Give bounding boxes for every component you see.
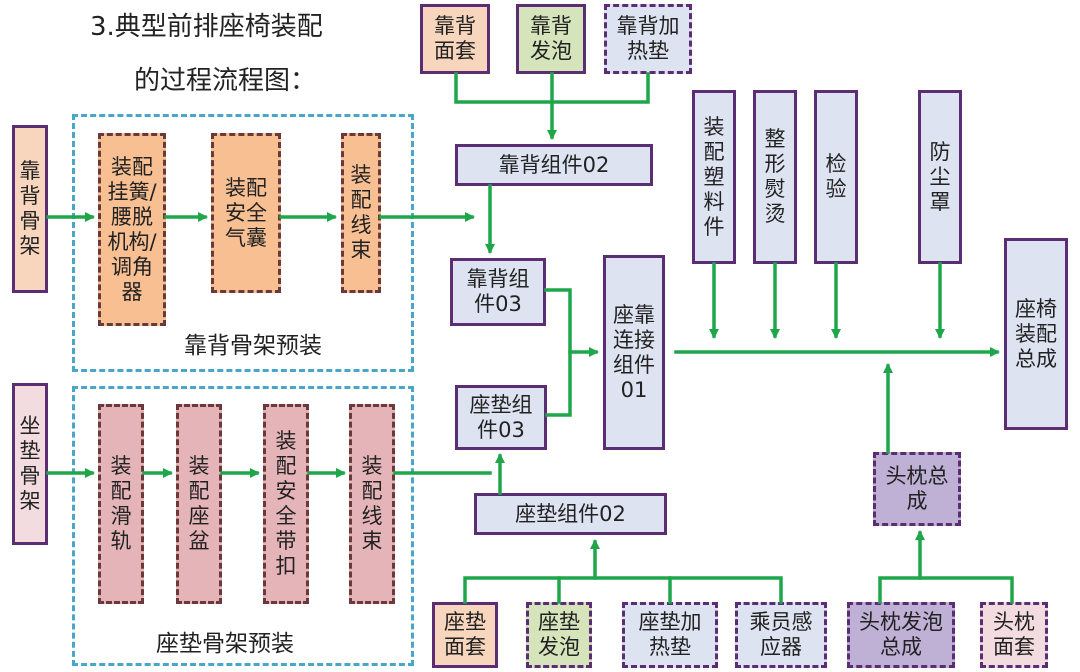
assemble-airbag-box: 装配 安全 气囊 bbox=[211, 133, 281, 293]
assemble-belt-buckle-box: 装 配 安 全 带 扣 bbox=[263, 404, 309, 604]
cushion-frame-preassembly-group bbox=[72, 386, 414, 666]
assemble-pan-box: 装 配 座 盆 bbox=[176, 404, 222, 604]
assemble-rail-box: 装 配 滑 轨 bbox=[98, 404, 144, 604]
inspection-box: 检 验 bbox=[814, 90, 858, 264]
headrest-assy-box: 头枕总 成 bbox=[873, 452, 961, 526]
cushion-frame-box: 坐 垫 骨 架 bbox=[12, 383, 48, 545]
headrest-foam-box: 头枕发泡 总成 bbox=[847, 602, 955, 668]
ironing-box: 整 形 熨 烫 bbox=[753, 90, 797, 264]
cushion-assy-02-box: 座垫组件02 bbox=[474, 493, 667, 535]
page-title-line2: 的过程流程图： bbox=[134, 66, 317, 96]
back-assy-02-box: 靠背组件02 bbox=[455, 144, 653, 186]
cushion-frame-preassembly-label: 座垫骨架预装 bbox=[156, 631, 294, 657]
back-assy-03-box: 靠背组 件03 bbox=[450, 258, 546, 326]
back-frame-box: 靠 背 骨 架 bbox=[12, 125, 48, 293]
back-heater-box: 靠背加 热垫 bbox=[604, 4, 692, 74]
back-frame-preassembly-label: 靠背骨架预装 bbox=[184, 333, 322, 359]
cushion-assy-03-box: 座垫组 件03 bbox=[455, 385, 547, 450]
plastic-parts-box: 装 配 塑 料 件 bbox=[692, 90, 736, 264]
final-assembly-box: 座椅 装配 总成 bbox=[1004, 238, 1068, 430]
back-frame-preassembly-group bbox=[72, 114, 414, 372]
assemble-spring-box: 装配 挂簧/ 腰脱 机构/ 调角 器 bbox=[98, 133, 166, 326]
line-bottom-inputs-merge bbox=[463, 576, 783, 604]
occupant-sensor-box: 乘员感 应器 bbox=[735, 602, 827, 668]
seat-back-connect-box: 座靠 连接 组件 01 bbox=[603, 255, 665, 450]
back-cover-box: 靠背 面套 bbox=[420, 4, 490, 74]
assemble-harness-back-box: 装 配 线 束 bbox=[341, 133, 381, 293]
headrest-cover-box: 头枕 面套 bbox=[980, 602, 1048, 668]
cushion-heater-box: 座垫加 热垫 bbox=[622, 602, 718, 668]
line-headrest-inputs-merge bbox=[878, 576, 1014, 604]
page-title-line1: 3.典型前排座椅装配 bbox=[90, 12, 323, 42]
cushion-cover-box: 座垫 面套 bbox=[432, 602, 498, 668]
assemble-harness-cushion-box: 装 配 线 束 bbox=[349, 404, 395, 604]
dust-cover-box: 防 尘 罩 bbox=[918, 90, 962, 264]
